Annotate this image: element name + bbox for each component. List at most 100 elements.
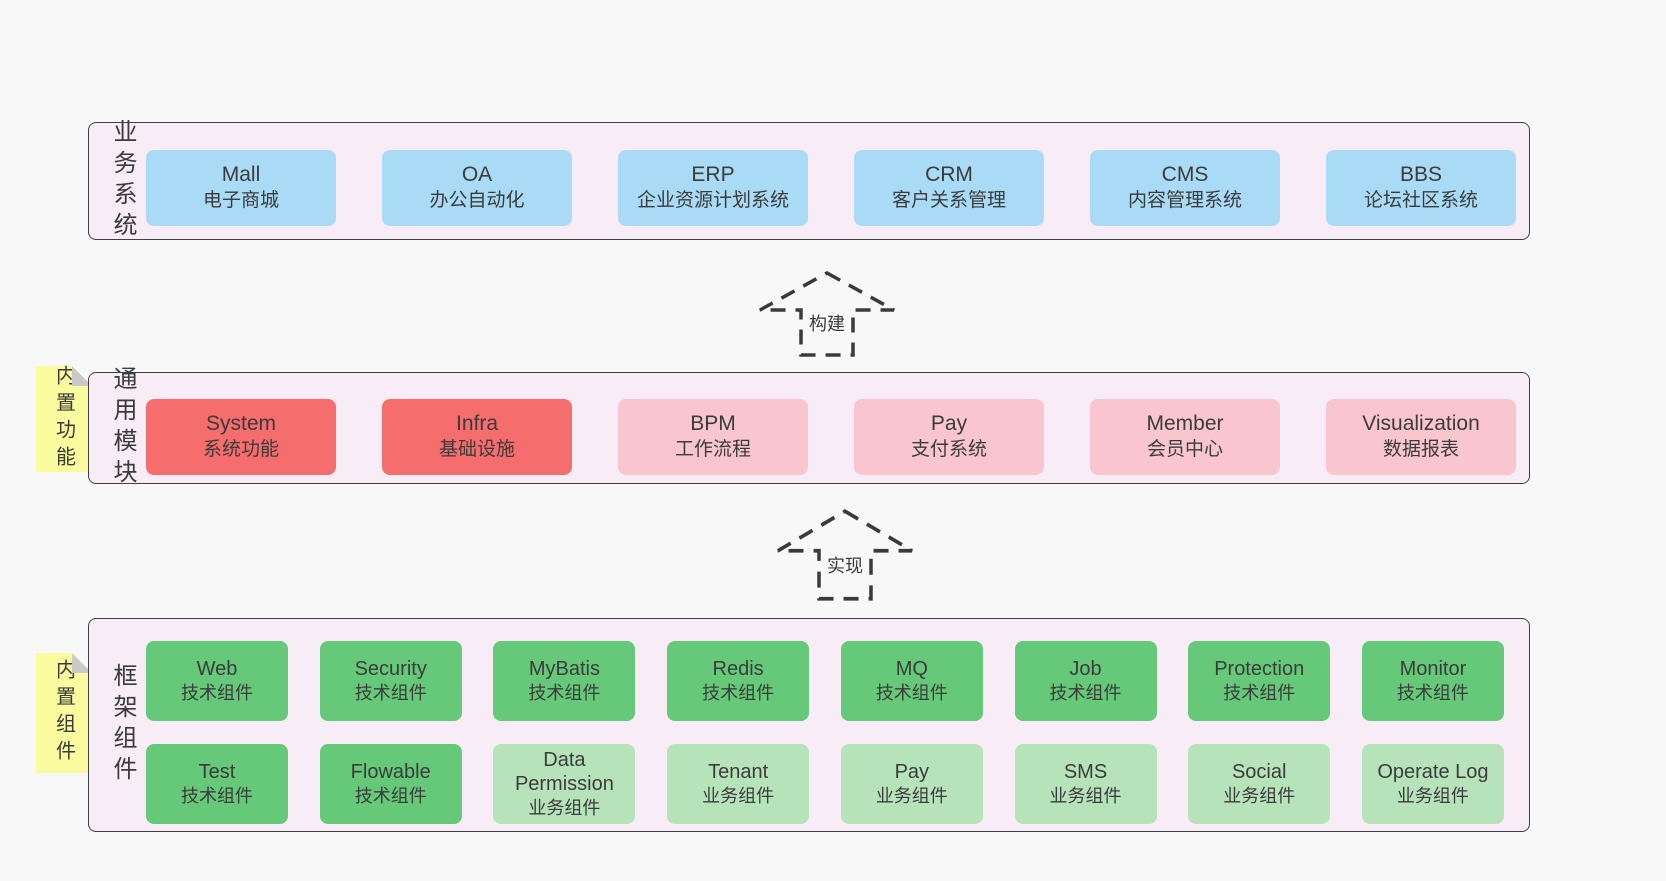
box-erp: ERP 企业资源计划系统 (618, 150, 808, 226)
box-subtitle: 电子商城 (202, 190, 279, 211)
box-subtitle: 基础设施 (438, 439, 515, 460)
box-crm: CRM 客户关系管理 (854, 150, 1044, 226)
box-data-permission: Data Permission 业务组件 (493, 744, 636, 824)
box-pay: Pay 支付系统 (854, 399, 1044, 475)
box-title: System (205, 412, 276, 435)
box-title: Mall (221, 163, 261, 186)
box-subtitle: 业务组件 (1223, 786, 1296, 806)
box-cms: CMS 内容管理系统 (1090, 150, 1280, 226)
box-system: System 系统功能 (146, 399, 336, 475)
box-protection: Protection 技术组件 (1188, 641, 1331, 721)
box-web: Web 技术组件 (146, 641, 288, 721)
box-redis: Redis 技术组件 (667, 641, 810, 721)
box-subtitle: 业务组件 (702, 786, 775, 806)
box-subtitle: 业务组件 (1396, 786, 1469, 806)
panel-label-business-systems: 业务系统 (109, 119, 136, 243)
box-subtitle: 技术组件 (1396, 683, 1469, 703)
sticky-label: 内置功能 (52, 365, 75, 473)
box-subtitle: 技术组件 (354, 683, 427, 703)
box-title: Monitor (1399, 658, 1467, 680)
box-subtitle: 办公自动化 (429, 190, 525, 211)
box-subtitle: 数据报表 (1382, 439, 1459, 460)
box-bbs: BBS 论坛社区系统 (1326, 150, 1516, 226)
box-title: Pay (930, 412, 968, 435)
panel-label-common-modules: 通用模块 (109, 366, 136, 490)
arrow-build: 构建 (757, 270, 897, 358)
box-sms: SMS 业务组件 (1014, 744, 1157, 824)
box-subtitle: 内容管理系统 (1127, 190, 1242, 211)
box-title: Security (354, 658, 427, 680)
box-member: Member 会员中心 (1090, 399, 1280, 475)
box-title: Data Permission (514, 749, 614, 795)
panel-label-framework-components: 框架组件 (109, 663, 136, 787)
box-visualization: Visualization 数据报表 (1326, 399, 1516, 475)
box-mybatis: MyBatis 技术组件 (493, 641, 636, 721)
box-subtitle: 技术组件 (181, 683, 253, 703)
box-subtitle: 支付系统 (910, 439, 987, 460)
box-subtitle: 技术组件 (181, 786, 253, 806)
box-title: Member (1146, 412, 1224, 435)
box-monitor: Monitor 技术组件 (1361, 641, 1504, 721)
box-title: BBS (1399, 163, 1443, 186)
box-title: BPM (690, 412, 736, 435)
sticky-note-built-in-components: 内置组件 (36, 653, 92, 773)
box-title: Redis (712, 658, 764, 680)
box-title: Social (1231, 761, 1287, 783)
box-subtitle: 业务组件 (875, 786, 948, 806)
box-subtitle: 技术组件 (354, 786, 427, 806)
box-subtitle: 论坛社区系统 (1363, 190, 1478, 211)
box-title: Protection (1214, 658, 1305, 680)
box-title: Visualization (1362, 412, 1480, 435)
dashed-up-arrow-icon (759, 271, 895, 357)
box-title: SMS (1063, 761, 1108, 783)
arrow-implement: 实现 (775, 508, 915, 602)
box-subtitle: 客户关系管理 (891, 190, 1006, 211)
box-subtitle: 业务组件 (528, 798, 601, 818)
panel-framework-components: 框架组件 Web 技术组件 Security 技术组件 MyBatis 技术组件… (88, 618, 1530, 832)
box-title: Flowable (350, 761, 431, 783)
box-operate-log: Operate Log 业务组件 (1361, 744, 1504, 824)
box-oa: OA 办公自动化 (382, 150, 572, 226)
box-subtitle: 系统功能 (202, 439, 279, 460)
box-title: Test (198, 761, 236, 783)
box-title: Pay (894, 761, 930, 783)
box-infra: Infra 基础设施 (382, 399, 572, 475)
box-title: MyBatis (528, 658, 600, 680)
box-job: Job 技术组件 (1014, 641, 1157, 721)
box-social: Social 业务组件 (1188, 744, 1331, 824)
framework-box-row-2: Test 技术组件 Flowable 技术组件 Data Permission … (146, 744, 1504, 824)
box-title: OA (461, 163, 493, 186)
panel-business-systems: 业务系统 Mall 电子商城 OA 办公自动化 ERP 企业资源计划系统 CRM… (88, 119, 1530, 243)
box-subtitle: 技术组件 (1049, 683, 1122, 703)
panel-common-modules: 通用模块 System 系统功能 Infra 基础设施 BPM 工作流程 Pay… (88, 366, 1530, 490)
dashed-up-arrow-icon (777, 509, 913, 601)
box-security: Security 技术组件 (319, 641, 462, 721)
box-title: MQ (895, 658, 928, 680)
box-test: Test 技术组件 (146, 744, 288, 824)
box-title: ERP (691, 163, 735, 186)
box-bpm: BPM 工作流程 (618, 399, 808, 475)
box-subtitle: 会员中心 (1146, 439, 1223, 460)
box-title: Infra (455, 412, 499, 435)
box-tenant: Tenant 业务组件 (667, 744, 810, 824)
arrow-implement-label: 实现 (824, 552, 866, 578)
sticky-label: 内置组件 (52, 659, 75, 767)
modules-box-row: System 系统功能 Infra 基础设施 BPM 工作流程 Pay 支付系统… (146, 399, 1516, 475)
box-pay-biz: Pay 业务组件 (840, 744, 983, 824)
box-subtitle: 工作流程 (674, 439, 751, 460)
box-mall: Mall 电子商城 (146, 150, 336, 226)
box-title: Job (1069, 658, 1102, 680)
box-title: CRM (925, 163, 973, 186)
arrow-build-label: 构建 (806, 310, 848, 336)
box-subtitle: 技术组件 (702, 683, 775, 703)
business-box-row: Mall 电子商城 OA 办公自动化 ERP 企业资源计划系统 CRM 客户关系… (146, 150, 1516, 226)
box-title: CMS (1161, 163, 1209, 186)
box-mq: MQ 技术组件 (840, 641, 983, 721)
box-subtitle: 技术组件 (528, 683, 601, 703)
framework-box-row-1: Web 技术组件 Security 技术组件 MyBatis 技术组件 Redi… (146, 641, 1504, 721)
box-flowable: Flowable 技术组件 (319, 744, 462, 824)
sticky-note-built-in-features: 内置功能 (36, 365, 92, 473)
box-subtitle: 技术组件 (875, 683, 948, 703)
box-subtitle: 技术组件 (1223, 683, 1296, 703)
